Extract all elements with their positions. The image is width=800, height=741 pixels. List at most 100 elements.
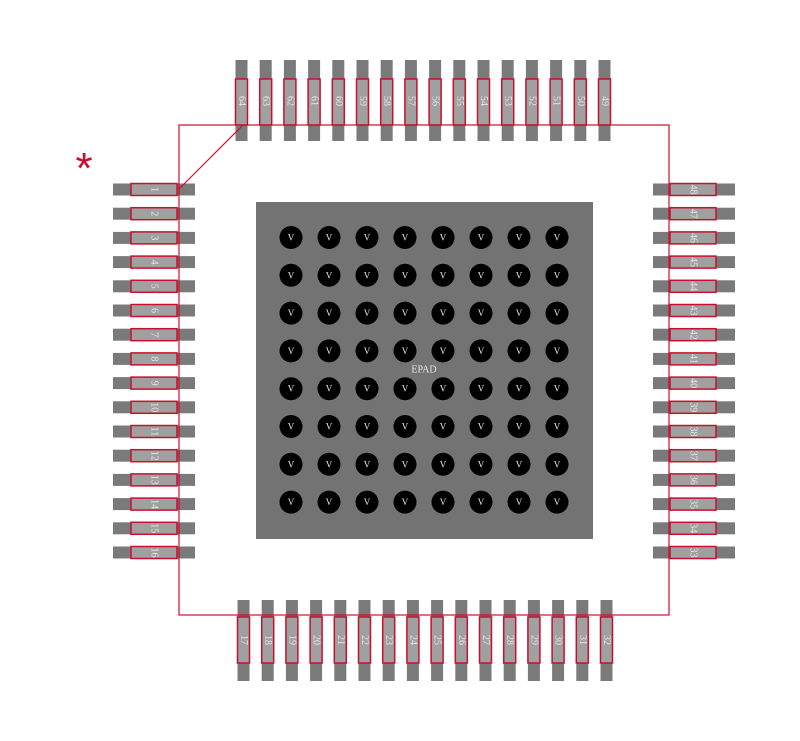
pad-contact (130, 545, 178, 560)
pad-contact (130, 206, 178, 221)
via-label: V (288, 233, 295, 243)
via-dot (545, 339, 569, 363)
pad-contact (357, 616, 372, 664)
pin-label: 18 (262, 635, 273, 645)
thermal-via: V (279, 452, 303, 476)
thermal-via: V (279, 339, 303, 363)
via-dot (545, 301, 569, 325)
pin-label: 29 (528, 635, 539, 645)
thermal-via: V (545, 226, 569, 249)
via-dot (317, 301, 341, 325)
via-dot (507, 263, 531, 287)
pin-25: 25 (430, 600, 444, 681)
pad-contact (406, 616, 420, 664)
via-label: V (554, 459, 561, 469)
thermal-via: V (507, 377, 531, 401)
via-label: V (288, 270, 295, 280)
via-label: V (554, 384, 561, 394)
pin-label: 33 (688, 548, 699, 558)
via-label: V (364, 497, 371, 507)
thermal-via: V (545, 339, 569, 363)
pin-label: 23 (383, 635, 394, 645)
via-label: V (288, 346, 295, 356)
via-label: V (326, 270, 333, 280)
pin-label: 26 (456, 635, 467, 645)
pin-19: 19 (285, 600, 299, 681)
pin-label: 24 (407, 635, 418, 645)
via-dot (317, 490, 341, 514)
pin-label: 11 (149, 427, 160, 437)
thermal-via: V (355, 301, 379, 325)
pad-contact (669, 279, 717, 294)
pad-contact (130, 448, 178, 463)
thermal-via: V (507, 226, 531, 249)
via-label: V (326, 233, 333, 243)
pad-contact (669, 352, 717, 366)
pad-contact (669, 545, 717, 560)
pin-label: 51 (551, 96, 562, 106)
via-label: V (440, 459, 447, 469)
via-dot (545, 490, 569, 514)
via-dot (279, 415, 303, 438)
via-dot (355, 415, 379, 438)
via-dot (507, 301, 531, 325)
via-dot (431, 415, 455, 438)
pin-42: 42 (653, 327, 735, 342)
thermal-via: V (507, 339, 531, 363)
pad-contact (669, 327, 717, 342)
via-label: V (440, 270, 447, 280)
pin-21: 21 (333, 600, 348, 681)
thermal-via: V (355, 377, 379, 401)
thermal-via: V (279, 415, 303, 438)
epad-label: EPAD (411, 365, 436, 376)
pin-46: 46 (653, 231, 735, 245)
pin-2: 2 (113, 206, 195, 221)
thermal-via: V (431, 377, 455, 401)
via-dot (545, 452, 569, 476)
pad-contact (669, 400, 717, 415)
via-label: V (402, 459, 409, 469)
via-label: V (326, 459, 333, 469)
pin1-marker: * (75, 144, 92, 193)
pad-contact (669, 448, 717, 463)
via-label: V (478, 233, 485, 243)
pin-label: 27 (480, 635, 491, 645)
pin-label: 44 (688, 281, 699, 291)
via-dot (355, 263, 379, 287)
outline-rect (178, 124, 670, 616)
thermal-via: V (545, 490, 569, 514)
via-dot (507, 339, 531, 363)
via-label: V (440, 308, 447, 318)
thermal-via: V (355, 339, 379, 363)
thermal-via: V (469, 263, 493, 287)
via-dot (469, 490, 493, 514)
pin-label: 12 (149, 451, 160, 461)
thermal-via: V (545, 415, 569, 438)
via-label: V (364, 270, 371, 280)
via-label: V (364, 346, 371, 356)
pin-label: 60 (333, 96, 344, 106)
pin-45: 45 (653, 255, 735, 269)
pin-50: 50 (573, 60, 588, 141)
pin-17: 17 (236, 600, 251, 681)
pin1-chamfer (178, 124, 244, 190)
via-label: V (402, 497, 409, 507)
thermal-via: V (393, 415, 417, 438)
via-dot (279, 226, 303, 249)
pad-contact (130, 521, 178, 536)
thermal-via: V (507, 490, 531, 514)
via-dot (431, 301, 455, 325)
via-label: V (288, 497, 295, 507)
via-dot (317, 452, 341, 476)
thermal-via: V (317, 415, 341, 438)
via-dot (279, 301, 303, 325)
pad-contact (430, 616, 444, 664)
via-dot (393, 263, 417, 287)
via-label: V (440, 233, 447, 243)
pin-label: 4 (149, 260, 160, 265)
thermal-via: V (317, 377, 341, 401)
thermal-via: V (469, 452, 493, 476)
thermal-via: V (431, 301, 455, 325)
pin-label: 1 (149, 187, 160, 192)
